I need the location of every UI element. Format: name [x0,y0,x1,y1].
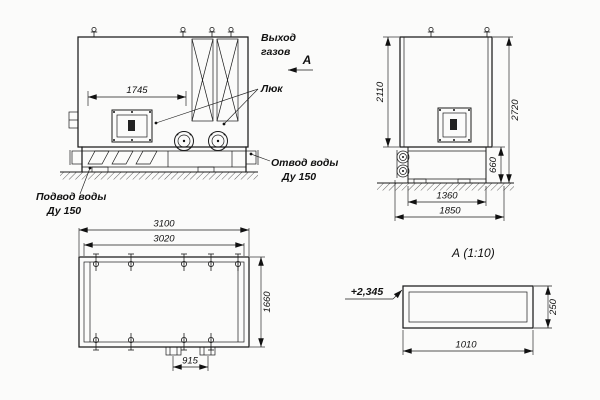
manhole-leader-2 [155,88,259,124]
foot-pad [413,178,427,184]
hatched-plate [135,150,158,165]
dim-plan-width: 1660 [250,256,273,348]
base-frame-front [69,146,259,173]
channel-outer [402,285,534,329]
water-outlet-leader [250,153,271,162]
view-direction-arrow: А [287,53,313,73]
dim-plan-leg-spacing-text: 915 [182,356,199,367]
round-hatch-right [208,131,228,151]
pipe-flange-lower [396,164,410,178]
hatched-plate [87,150,110,165]
water-inlet-stub [71,150,83,165]
dim-section-height-text: 250 [548,298,559,316]
dim-side-body-height-text: 2110 [375,81,386,103]
dim-side-overall-width-text: 1850 [439,206,461,217]
dim-side-base-width: 1360 [407,186,487,206]
elevation-mark: +2,345 [345,286,403,300]
label-manhole: Люк [154,83,283,126]
gas-duct-left [191,38,214,122]
manhole-front [111,109,153,143]
base-frame-side [396,146,487,184]
water-inlet-dn-text: Ду 150 [46,205,81,217]
label-water-inlet: Подвод воды Ду 150 [36,166,106,217]
gas-outlet-text-1: Выход [261,32,297,44]
foot-pad [91,166,109,173]
dim-side-overall-width: 1850 [394,180,505,221]
hatched-plate [111,150,134,165]
elevation-leader [392,289,403,300]
label-water-outlet: Отвод воды Ду 150 [249,152,338,183]
water-outlet-text: Отвод воды [271,157,338,169]
water-outlet-dn-text: Ду 150 [281,171,316,183]
section-title: А (1:10) [451,246,495,260]
section-view: А (1:10) +2,345 250 1010 [345,246,559,355]
lifting-lugs-front [90,26,235,38]
plan-view: 3100 3020 1660 915 [78,219,273,371]
dim-plan-overall-length-text: 3100 [153,219,175,230]
water-outlet-stub [245,150,257,165]
view-direction-letter: А [302,53,312,67]
dim-plan-inner-length-text: 3020 [153,234,175,245]
dim-side-base-height-text: 660 [488,156,499,173]
dim-side-body-height: 2110 [375,36,399,148]
support-leg-right [199,346,216,356]
elevation-text: +2,345 [351,286,384,298]
foot-pad [457,178,471,184]
dim-plan-inner-length: 3020 [83,234,245,256]
manhole-leader-1 [223,88,259,125]
dim-side-base-height: 660 [488,146,505,184]
side-view: 2110 2720 660 1360 1850 [375,26,521,221]
label-gas-outlet: Выход газов [261,32,297,58]
foot-pad [197,166,215,173]
dim-side-overall-height: 2720 [487,36,521,184]
channel-inner [408,291,528,323]
gas-duct-right [216,38,239,122]
manhole-bolt-dots [113,111,151,141]
dim-section-height: 250 [534,285,559,329]
dim-plan-width-text: 1660 [262,291,273,313]
dim-plan-overall-length: 3100 [78,219,250,256]
water-inlet-leader [79,167,91,195]
gas-outlet-text-2: газов [261,46,291,58]
water-inlet-text: Подвод воды [36,191,106,203]
front-view: 1745 Выход газов А Люк Отвод воды Ду 150… [36,26,338,217]
dim-plan-leg-spacing: 915 [172,356,209,371]
lifting-lugs-side [427,26,491,38]
plan-outline [78,256,250,348]
support-leg-left [165,346,182,356]
ground-front [60,171,258,180]
dim-front-top-width: 1745 [87,85,187,106]
dim-section-length-text: 1010 [455,340,477,351]
boiler-body-side [399,36,493,148]
dim-side-overall-height-text: 2720 [510,99,521,122]
dim-side-base-width-text: 1360 [436,191,458,202]
pipe-flange-upper [396,150,410,164]
dim-front-top-width-text: 1745 [126,85,148,96]
manhole-side [437,107,472,143]
manhole-text: Люк [260,83,283,95]
dim-section-length: 1010 [402,330,534,355]
boiler-body-front [77,36,249,148]
ground-side [377,182,514,191]
side-bracket [68,111,79,129]
round-hatch-left [174,131,194,151]
